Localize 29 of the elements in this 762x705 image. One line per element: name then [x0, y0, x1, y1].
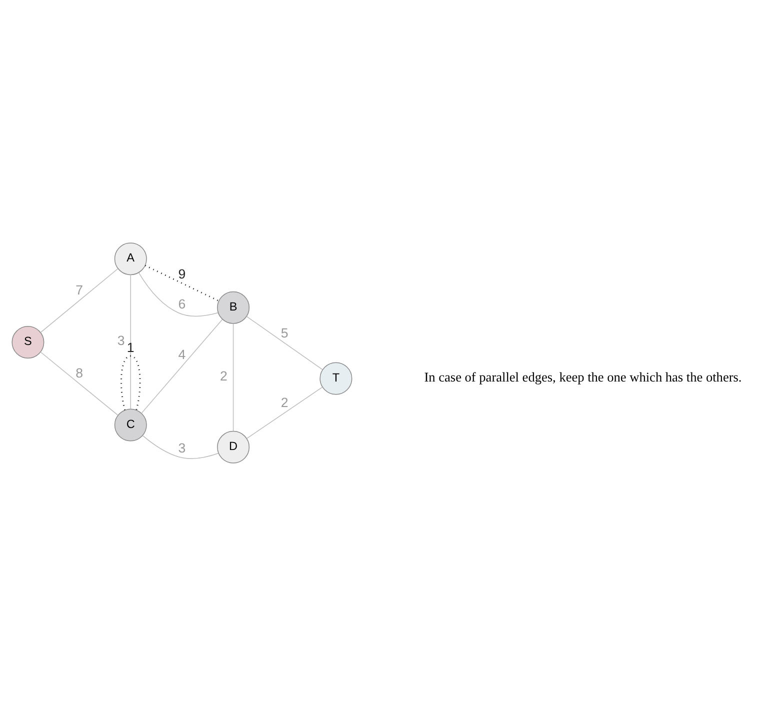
node-circle: T	[320, 362, 352, 394]
connector	[141, 318, 223, 414]
connector	[138, 272, 218, 316]
connector	[40, 268, 118, 332]
edge-label: 8	[76, 364, 83, 380]
connector	[246, 316, 323, 370]
edge-label: 5	[280, 324, 288, 340]
connector	[130, 274, 131, 409]
edge-label: 1	[126, 339, 134, 354]
edge-label: 2	[220, 368, 228, 384]
edge-label: 3	[117, 332, 125, 348]
label: In case of parallel edges, keep the one which has the others.	[424, 369, 742, 384]
edge-label: 9	[178, 266, 186, 281]
node-circle: B	[217, 290, 250, 324]
connector	[232, 322, 234, 432]
connector	[142, 434, 219, 458]
node-circle: C	[114, 408, 147, 441]
edge-label: 4	[178, 346, 186, 362]
edge-label: 6	[178, 296, 186, 312]
edge-label: 7	[76, 282, 83, 298]
connector	[40, 351, 118, 416]
node-circle: D	[217, 430, 250, 463]
connector	[120, 354, 141, 410]
node-circle: A	[114, 242, 147, 275]
node-circle: S	[12, 326, 44, 358]
connector	[246, 386, 323, 438]
connector	[144, 264, 219, 301]
edge-label: 2	[280, 394, 288, 410]
edge-label: 3	[178, 440, 186, 456]
